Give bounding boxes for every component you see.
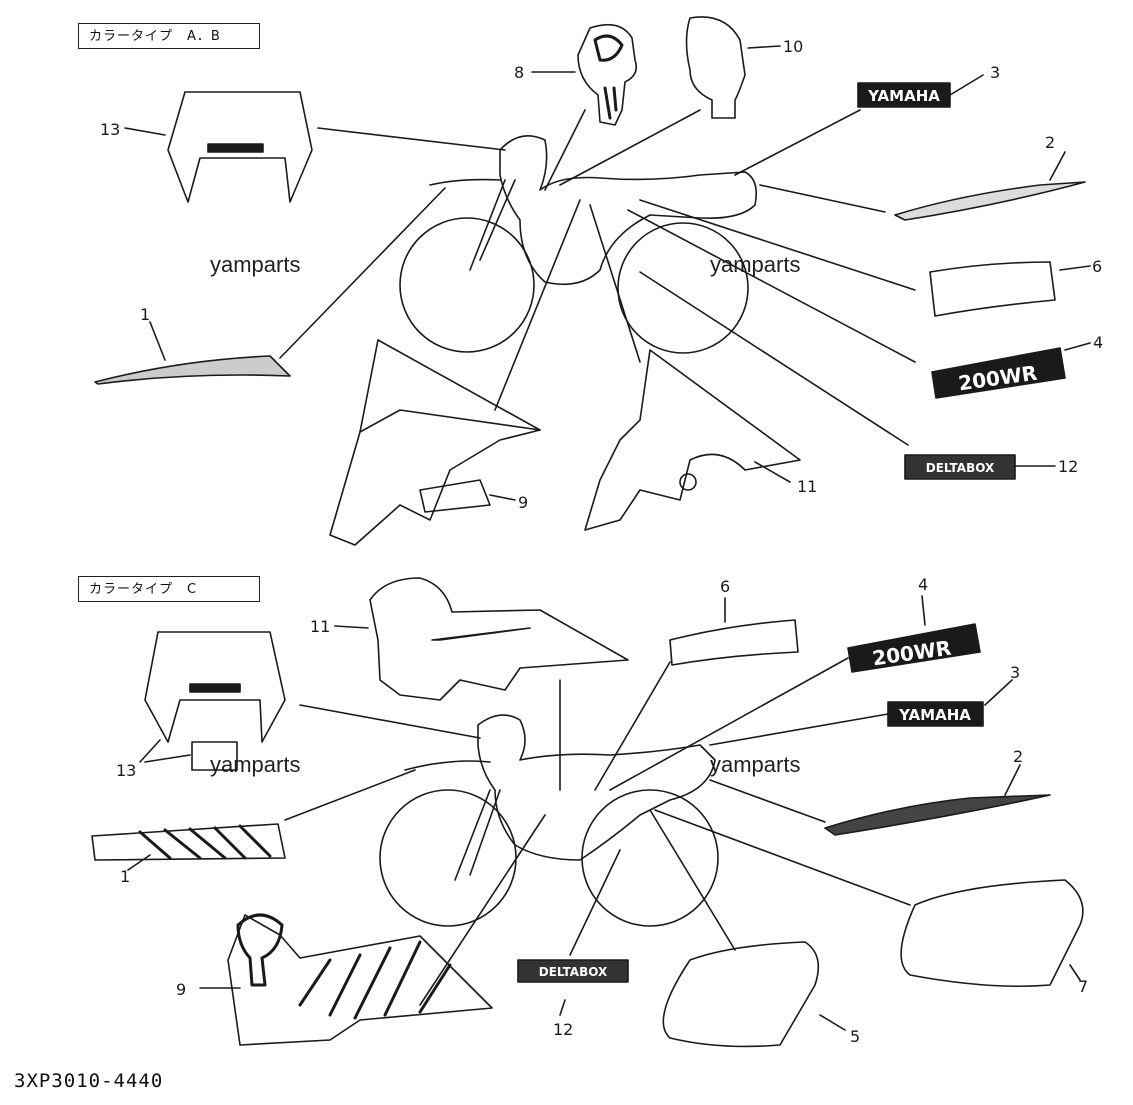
callout-3: 3 (990, 63, 1000, 82)
callout-12: 12 (1058, 457, 1078, 476)
callout-13: 13 (116, 761, 136, 780)
callout-10: 10 (783, 37, 803, 56)
decal-3-yamaha: YAMAHA (857, 82, 951, 108)
svg-text:DELTABOX: DELTABOX (926, 461, 995, 475)
watermark: yamparts (710, 252, 801, 277)
decal-6 (669, 619, 799, 666)
decal-9 (227, 914, 493, 1046)
callout-1: 1 (140, 305, 150, 324)
callout-1: 1 (120, 867, 130, 886)
callout-9: 9 (176, 980, 186, 999)
callout-9: 9 (518, 493, 528, 512)
callouts-top: 1 2 3 4 6 8 9 10 11 12 13 (100, 37, 1103, 512)
decal-8 (577, 23, 638, 126)
decal-11-cut (431, 627, 531, 641)
decal-4-model: 200WR (847, 623, 981, 673)
motorcycle-outline-top (399, 134, 758, 354)
color-type-c-label: カラータイプ C (78, 576, 260, 602)
callout-11: 11 (797, 477, 817, 496)
decal-1 (94, 355, 291, 385)
decal-10 (685, 16, 746, 119)
decal-11 (369, 577, 629, 701)
decal-13-number-plate (167, 91, 313, 203)
callout-4: 4 (1093, 333, 1103, 352)
svg-text:YAMAHA: YAMAHA (898, 706, 971, 724)
decal-9-logo (236, 913, 284, 987)
callout-11: 11 (310, 617, 330, 636)
motorcycle-outline-bottom (379, 714, 719, 927)
decal-5 (662, 941, 820, 1048)
callout-6: 6 (1092, 257, 1102, 276)
decal-6 (929, 261, 1056, 317)
callout-13: 13 (100, 120, 120, 139)
decal-12-deltabox: DELTABOX (517, 959, 629, 983)
decal-9 (329, 409, 541, 546)
watermark: yamparts (210, 252, 301, 277)
watermark: yamparts (710, 752, 801, 777)
callout-3: 3 (1010, 663, 1020, 682)
callouts-bottom: 1 2 3 4 5 6 7 9 11 12 13 (116, 575, 1088, 1046)
callout-12: 12 (553, 1020, 573, 1039)
decal-13-number-plate (144, 631, 286, 771)
decal-9-inner (419, 479, 491, 513)
leader-lines-bottom (127, 595, 1081, 1031)
callout-4: 4 (918, 575, 928, 594)
color-type-ab-label: カラータイプ A．B (78, 23, 260, 49)
decal-7 (900, 879, 1084, 988)
callout-5: 5 (850, 1027, 860, 1046)
svg-text:YAMAHA: YAMAHA (867, 87, 940, 105)
watermark: yamparts (210, 752, 301, 777)
decal-2 (894, 181, 1086, 221)
callout-7: 7 (1078, 977, 1088, 996)
leader-lines-top (124, 45, 1091, 501)
decal-12-deltabox: DELTABOX (904, 454, 1016, 480)
callout-2: 2 (1013, 747, 1023, 766)
svg-text:DELTABOX: DELTABOX (539, 965, 608, 979)
decal-4-model: 200WR (931, 347, 1066, 399)
decal-11 (584, 349, 801, 531)
decal-9-stripes (298, 940, 452, 1020)
callout-6: 6 (720, 577, 730, 596)
callout-2: 2 (1045, 133, 1055, 152)
callout-8: 8 (514, 63, 524, 82)
decal-3-yamaha: YAMAHA (887, 701, 984, 727)
decal-1-stripes (138, 824, 272, 860)
decal-9-outline (359, 339, 541, 433)
decal-2 (824, 794, 1051, 836)
drawing-code: 3XP3010-4440 (14, 1070, 164, 1092)
